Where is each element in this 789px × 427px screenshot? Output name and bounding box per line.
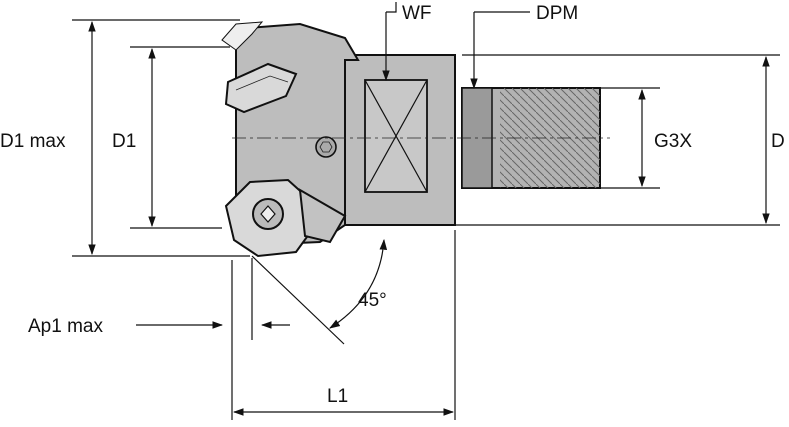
wrench-flat-cross	[364, 79, 428, 193]
top-insert	[221, 21, 298, 114]
label-g3x: G3X	[654, 131, 692, 152]
dim-angle: 45°	[251, 238, 388, 345]
dim-d1: D1	[108, 46, 230, 229]
dim-g3x: G3X	[600, 87, 706, 189]
label-dpm: DPM	[536, 3, 578, 24]
body-screw-hex	[319, 141, 333, 153]
dim-dpm: DPM	[470, 3, 578, 90]
dim-d1-max: D1 max	[0, 19, 250, 257]
insert-screw-torx	[260, 205, 276, 223]
label-d1: D1	[112, 131, 136, 152]
body-screw	[315, 136, 337, 158]
label-d1-max: D1 max	[0, 131, 66, 152]
dim-l1: L1	[232, 230, 456, 420]
dim-d: D	[455, 54, 789, 226]
dim-wf: WF	[382, 2, 432, 82]
label-wf: WF	[402, 3, 432, 24]
cutter-body	[221, 21, 610, 258]
dim-ap1-max: Ap1 max	[28, 258, 290, 420]
label-l1: L1	[327, 386, 348, 407]
label-angle: 45°	[358, 290, 387, 311]
label-ap1-max: Ap1 max	[28, 316, 103, 337]
bottom-insert	[224, 178, 347, 258]
label-d: D	[771, 131, 785, 152]
